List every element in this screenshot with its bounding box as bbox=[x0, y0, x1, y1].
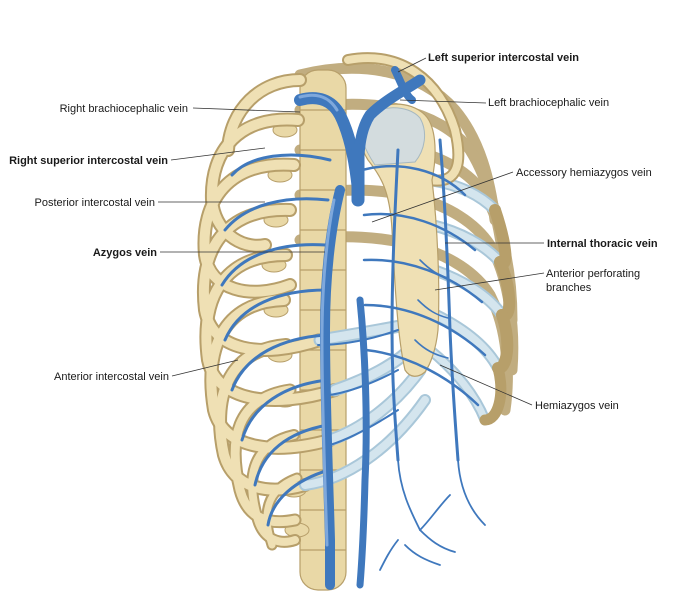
veins bbox=[220, 66, 487, 590]
label-hemiazygos-vein: Hemiazygos vein bbox=[535, 400, 619, 412]
label-anterior-perforating-line1: Anterior perforating bbox=[546, 268, 640, 280]
leader-right-superior-intercostal bbox=[170, 147, 266, 161]
label-accessory-hemiazygos-vein: Accessory hemiazygos vein bbox=[516, 167, 652, 179]
label-left-brachiocephalic-vein: Left brachiocephalic vein bbox=[488, 97, 609, 109]
leader-lines bbox=[158, 57, 545, 406]
leader-accessory-hemiazygos bbox=[371, 171, 514, 223]
label-right-brachiocephalic-vein: Right brachiocephalic vein bbox=[60, 103, 188, 115]
label-right-superior-intercostal-vein: Right superior intercostal vein bbox=[9, 155, 168, 167]
leader-anterior-intercostal bbox=[171, 359, 239, 377]
leader-left-superior-intercostal bbox=[397, 57, 427, 73]
label-left-superior-intercostal-vein: Left superior intercostal vein bbox=[428, 52, 579, 64]
leader-right-brachiocephalic bbox=[192, 107, 301, 113]
label-internal-thoracic-vein: Internal thoracic vein bbox=[547, 238, 658, 250]
label-anterior-perforating-line2: branches bbox=[546, 282, 592, 294]
leader-anterior-perforating bbox=[434, 272, 545, 291]
leader-left-brachiocephalic bbox=[399, 99, 487, 104]
left-ribs bbox=[342, 52, 516, 426]
sternum bbox=[360, 103, 440, 377]
label-azygos-vein: Azygos vein bbox=[93, 247, 157, 259]
leader-hemiazygos bbox=[439, 364, 533, 406]
labels: Left superior intercostal vein Left brac… bbox=[9, 52, 658, 412]
label-anterior-intercostal-vein: Anterior intercostal vein bbox=[54, 371, 169, 383]
label-posterior-intercostal-vein: Posterior intercostal vein bbox=[35, 197, 155, 209]
